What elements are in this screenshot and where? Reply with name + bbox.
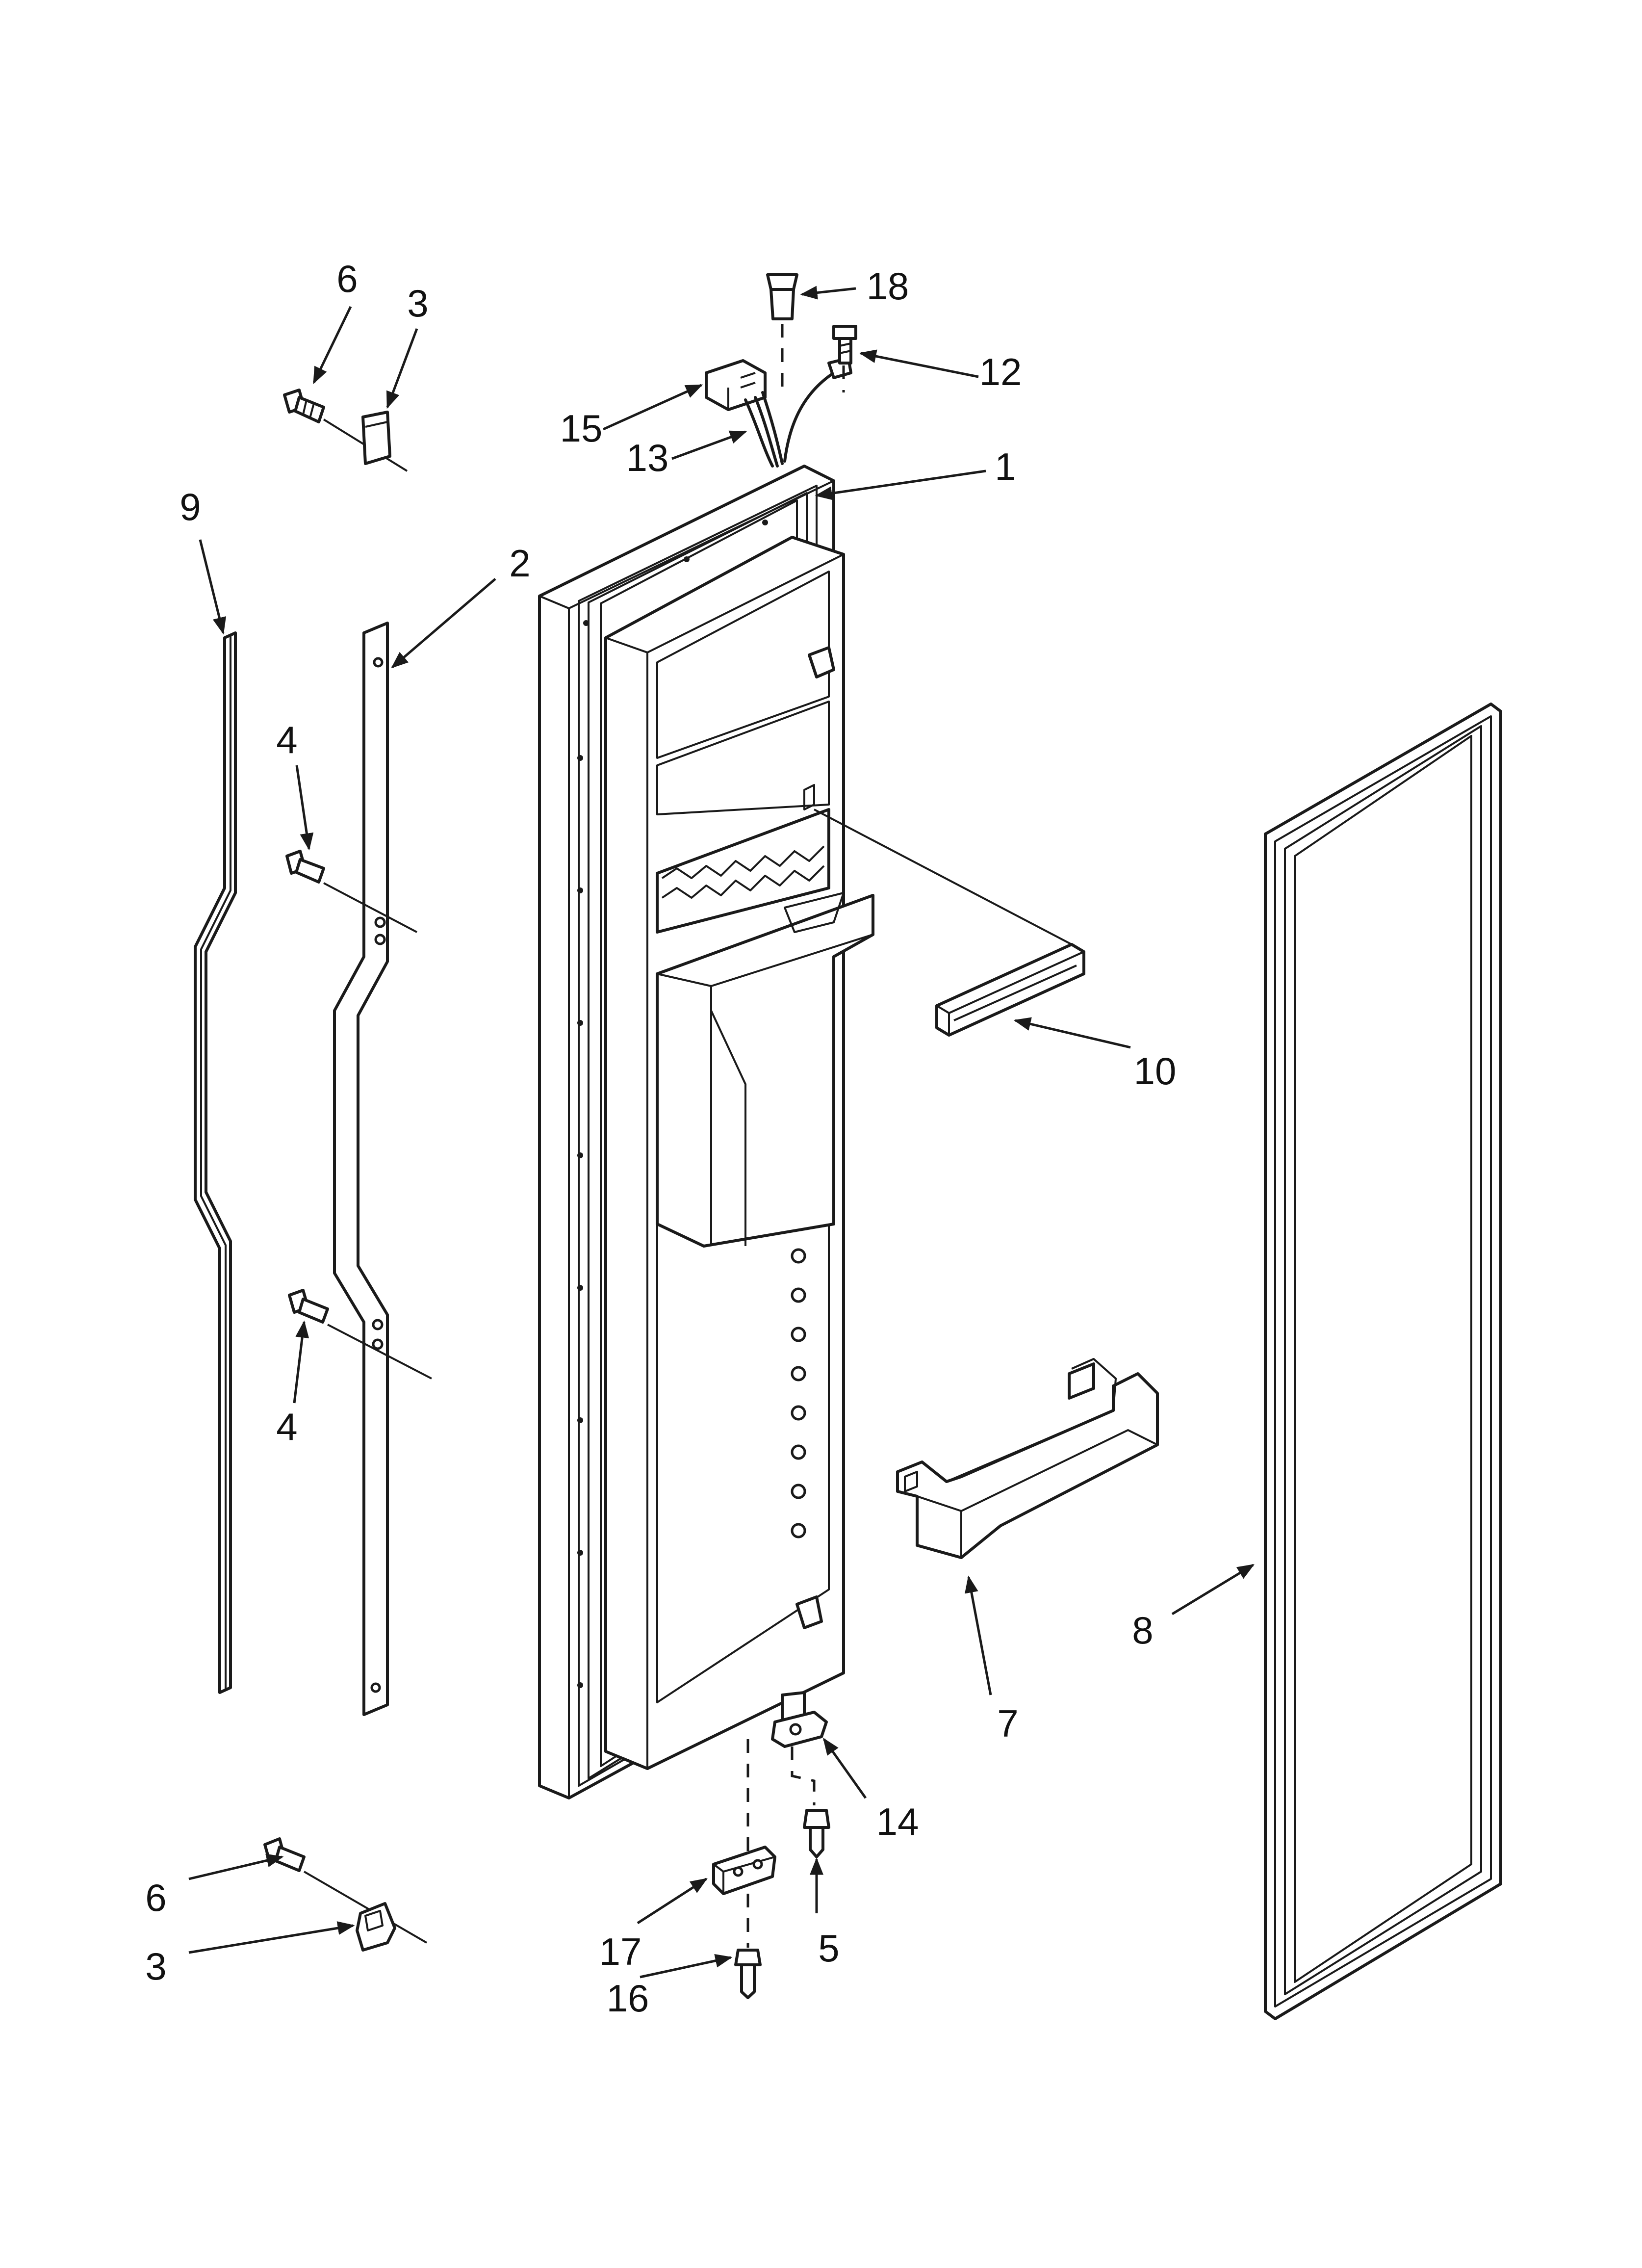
part-10-shelf-rail <box>935 943 1085 1037</box>
callout-5: 5 <box>818 1927 839 1970</box>
callout-4-upper: 4 <box>276 718 297 761</box>
part-3-hinge-bottom <box>356 1902 396 1952</box>
callout-17: 17 <box>599 1930 642 1973</box>
callout-1: 1 <box>995 445 1016 488</box>
callout-10: 10 <box>1134 1049 1177 1093</box>
part-4-screw-lower <box>288 1289 329 1324</box>
callout-7: 7 <box>997 1702 1018 1745</box>
callout-2: 2 <box>509 542 530 585</box>
part-17-lower-bracket <box>712 1846 776 1895</box>
callout-13: 13 <box>626 436 669 479</box>
callout-12: 12 <box>979 350 1022 393</box>
part-4-upper-axis <box>323 882 417 933</box>
part-9-trim-strip <box>194 631 237 1694</box>
liner-holes <box>791 1248 806 1538</box>
part-4-lower-axis <box>327 1324 432 1380</box>
callout-6-top: 6 <box>336 257 358 300</box>
part-18-plug <box>766 273 798 320</box>
part-12-screw <box>832 325 857 365</box>
callout-14: 14 <box>876 1800 919 1843</box>
callout-4-lower: 4 <box>276 1405 297 1448</box>
part-3-hinge-top <box>361 411 391 465</box>
part-8-door-gasket <box>1264 703 1502 2020</box>
part-4-screw-upper <box>285 850 325 884</box>
callout-8: 8 <box>1132 1609 1153 1652</box>
part-16-screw <box>734 1949 762 1999</box>
part-14-hinge-pin <box>771 1691 828 1748</box>
callout-18: 18 <box>867 264 909 308</box>
part-14-guide-line <box>791 1747 816 1805</box>
callout-labels: 6 3 18 12 15 13 1 9 2 4 10 4 8 7 14 6 3 … <box>145 257 1176 2020</box>
callout-3-top: 3 <box>407 282 428 325</box>
callout-3-bottom: 3 <box>145 1945 166 1988</box>
panel-side-dots <box>577 520 768 1688</box>
part-6-screw-top <box>283 389 325 423</box>
leader-lines <box>188 286 1255 1979</box>
part-7-door-bin <box>896 1358 1159 1559</box>
part-2-handle-trim <box>333 622 389 1716</box>
part-5-screw <box>803 1809 830 1858</box>
callout-6-bottom: 6 <box>145 1876 166 1919</box>
callout-15: 15 <box>560 407 603 450</box>
part-1-door-panel <box>538 465 874 1799</box>
callout-16: 16 <box>607 1977 649 2020</box>
part-6-bottom-axis <box>303 1871 428 1944</box>
part-6-screw-bottom <box>263 1837 306 1872</box>
callout-9: 9 <box>180 485 201 528</box>
part-10-guide-line <box>814 808 1072 945</box>
